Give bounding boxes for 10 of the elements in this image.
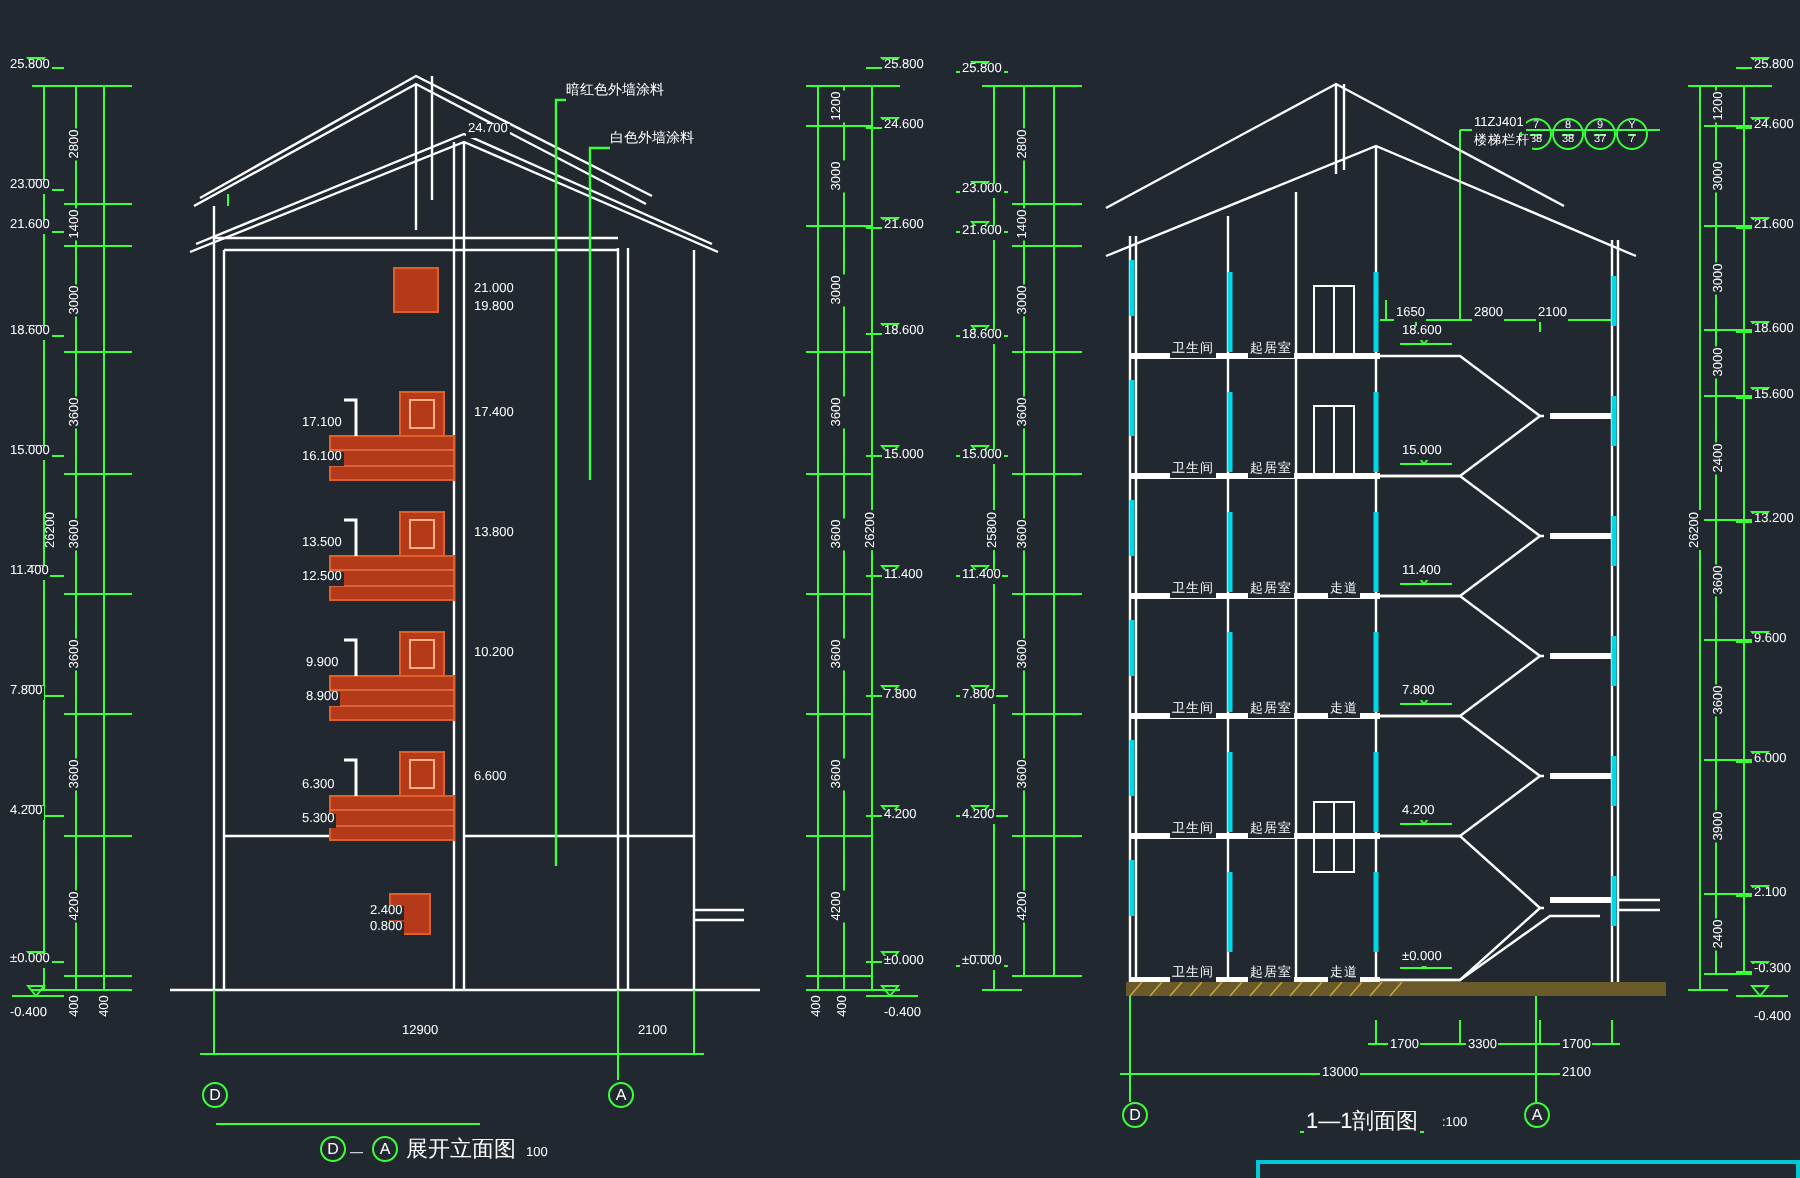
drawing-label: 1—1剖面图 xyxy=(1304,1112,1421,1134)
axis-circle: A xyxy=(372,1136,398,1162)
axis-circle: A xyxy=(1524,1102,1550,1128)
axis-circle: D xyxy=(320,1136,346,1162)
axis-circle: D xyxy=(1122,1102,1148,1128)
drawing-label: 展开立面图 xyxy=(404,1140,518,1162)
leader-line xyxy=(554,98,566,866)
axis-circle: A xyxy=(608,1082,634,1108)
leader-line xyxy=(588,146,610,480)
axis-circle: D xyxy=(202,1082,228,1108)
